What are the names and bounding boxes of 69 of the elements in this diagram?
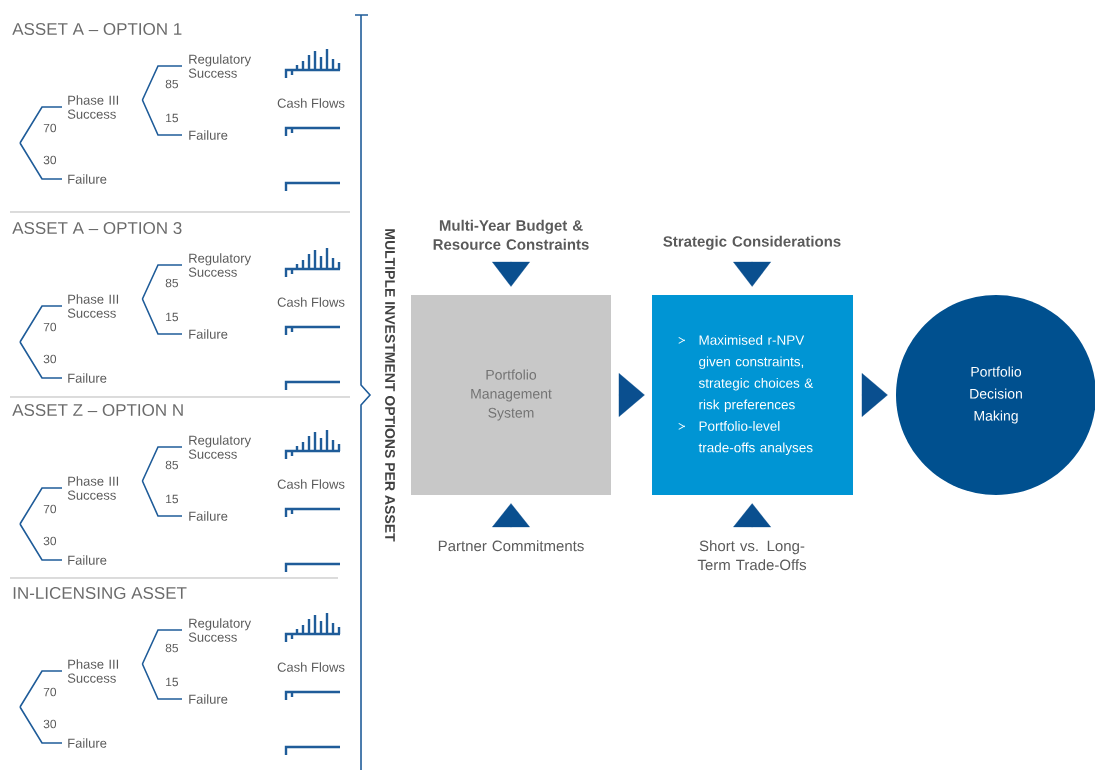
branch-bracket <box>19 142 63 180</box>
side-label: MULTIPLE INVESTMENT OPTIONS PER ASSET <box>385 229 395 542</box>
edge-label: 15 <box>164 676 180 688</box>
arrow <box>733 261 771 287</box>
outcome-label: Phase III Success <box>67 294 119 318</box>
outcome-label: Regulatory Success <box>188 618 252 642</box>
branch-bracket <box>141 264 183 300</box>
branch-bracket <box>141 480 183 517</box>
icon-caption: Cash Flows <box>277 479 345 489</box>
edge-label: 70 <box>42 686 58 698</box>
outcome-label: Failure <box>68 555 107 565</box>
process-box: Portfolio Management System <box>411 295 611 495</box>
branch-bracket <box>19 305 63 343</box>
edge-label: 85 <box>164 459 180 471</box>
input-label: Partner Commitments <box>438 540 584 552</box>
edge-label: 70 <box>42 503 58 515</box>
input-label: Strategic Considerations <box>663 235 841 250</box>
edge-label: 30 <box>42 718 58 730</box>
edge-label: 70 <box>42 321 58 333</box>
branch-bracket <box>19 523 63 561</box>
outcome-label: Phase III Success <box>67 95 119 119</box>
outcome-label: Failure <box>189 694 228 704</box>
edge-label: 30 <box>42 353 58 365</box>
outcome-label: Failure <box>189 511 228 521</box>
edge-label: 30 <box>42 535 58 547</box>
arrow <box>861 373 888 417</box>
branch-bracket <box>19 487 63 525</box>
edge-label: 85 <box>164 277 180 289</box>
branch-bracket <box>19 106 63 144</box>
arrow <box>492 261 530 287</box>
branch-bracket <box>141 629 183 665</box>
section-heading: IN-LICENSING ASSET <box>13 586 187 599</box>
branch-bracket <box>141 446 183 482</box>
outcome-label: Failure <box>68 373 107 383</box>
branch-bracket <box>141 99 183 136</box>
edge-label: 30 <box>42 154 58 166</box>
edge-label: 15 <box>164 112 180 124</box>
outcome-label: Failure <box>189 130 228 140</box>
edge-label: 85 <box>164 78 180 90</box>
branch-bracket <box>141 663 183 700</box>
input-label: Short vs. Long-Term Trade-Offs <box>697 540 807 571</box>
edge-label: 70 <box>42 122 58 134</box>
branch-bracket <box>19 670 63 708</box>
arrow <box>492 503 530 528</box>
icon-caption: Cash Flows <box>277 98 345 108</box>
branch-bracket <box>141 298 183 335</box>
edge-label: 15 <box>164 311 180 323</box>
input-label: Multi-Year Budget & Resource Constraints <box>433 219 589 250</box>
branch-bracket <box>19 706 63 744</box>
icon-caption: Cash Flows <box>277 662 345 672</box>
outcome-label: Failure <box>68 174 107 184</box>
section-heading: ASSET A – OPTION 1 <box>12 23 182 35</box>
section-heading: ASSET A – OPTION 3 <box>12 222 182 234</box>
arrow <box>733 503 771 528</box>
branch-bracket <box>19 341 63 379</box>
result-box: Maximised r-NPV given constraints, strategic choices & risk preferences Portfolio-level trade-offs analyses <box>652 295 853 495</box>
outcome-label: Regulatory Success <box>188 253 252 277</box>
arrow <box>618 373 645 417</box>
edge-label: 85 <box>164 642 180 654</box>
outcome-label: Regulatory Success <box>188 435 252 459</box>
outcome-label: Failure <box>189 329 228 339</box>
outcome-label: Phase III Success <box>67 659 119 683</box>
section-heading: ASSET Z – OPTION N <box>12 404 183 416</box>
outcome-label: Failure <box>68 738 107 748</box>
icon-caption: Cash Flows <box>277 297 345 307</box>
branch-bracket <box>141 65 183 101</box>
outcome-label: Phase III Success <box>67 476 119 500</box>
outcome-label: Regulatory Success <box>188 54 252 78</box>
edge-label: 15 <box>164 493 180 505</box>
